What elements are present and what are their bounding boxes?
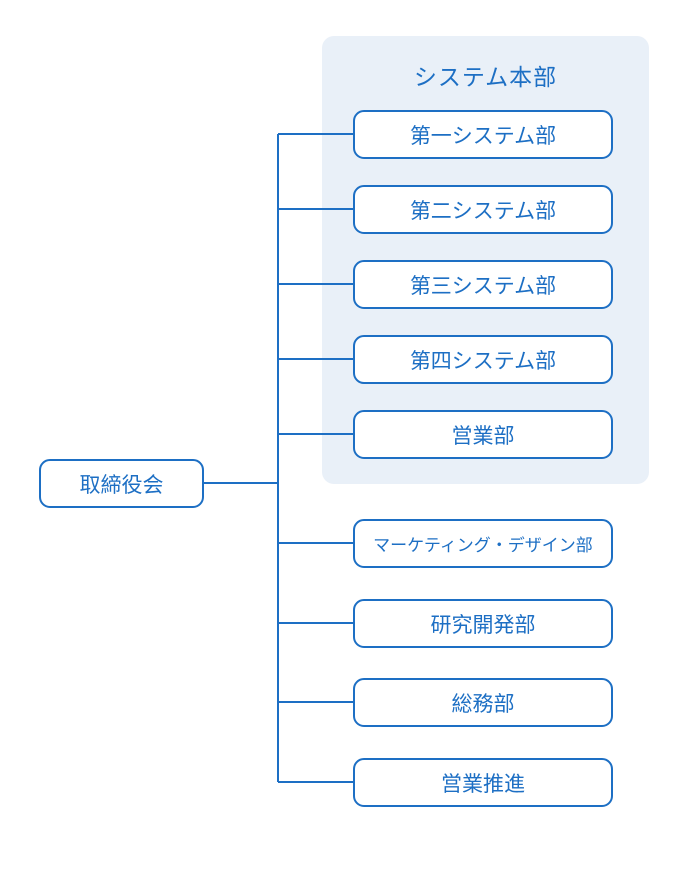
dept-node-sales-promotion[interactable]: 営業推進 [353,758,613,807]
node-label: 営業部 [451,423,515,448]
dept-node-sales[interactable]: 営業部 [353,410,613,459]
node-label: マーケティング・デザイン部 [373,536,593,556]
dept-node-general-affairs[interactable]: 総務部 [353,678,613,727]
node-label: 第一システム部 [409,123,557,148]
dept-node-marketing-design[interactable]: マーケティング・デザイン部 [353,519,613,568]
dept-node-system-3[interactable]: 第三システム部 [353,260,613,309]
node-label: 営業推進 [441,771,525,796]
node-label: 取締役会 [79,472,164,497]
node-label: 第三システム部 [409,273,557,298]
node-label: 第二システム部 [409,198,557,223]
dept-node-system-1[interactable]: 第一システム部 [353,110,613,159]
node-label: 総務部 [451,691,515,716]
group-title: システム本部 [413,65,558,91]
board-of-directors-node[interactable]: 取締役会 [39,459,204,508]
node-label: 第四システム部 [409,348,557,373]
dept-node-research-development[interactable]: 研究開発部 [353,599,613,648]
node-label: 研究開発部 [430,612,536,637]
dept-node-system-4[interactable]: 第四システム部 [353,335,613,384]
dept-node-system-2[interactable]: 第二システム部 [353,185,613,234]
